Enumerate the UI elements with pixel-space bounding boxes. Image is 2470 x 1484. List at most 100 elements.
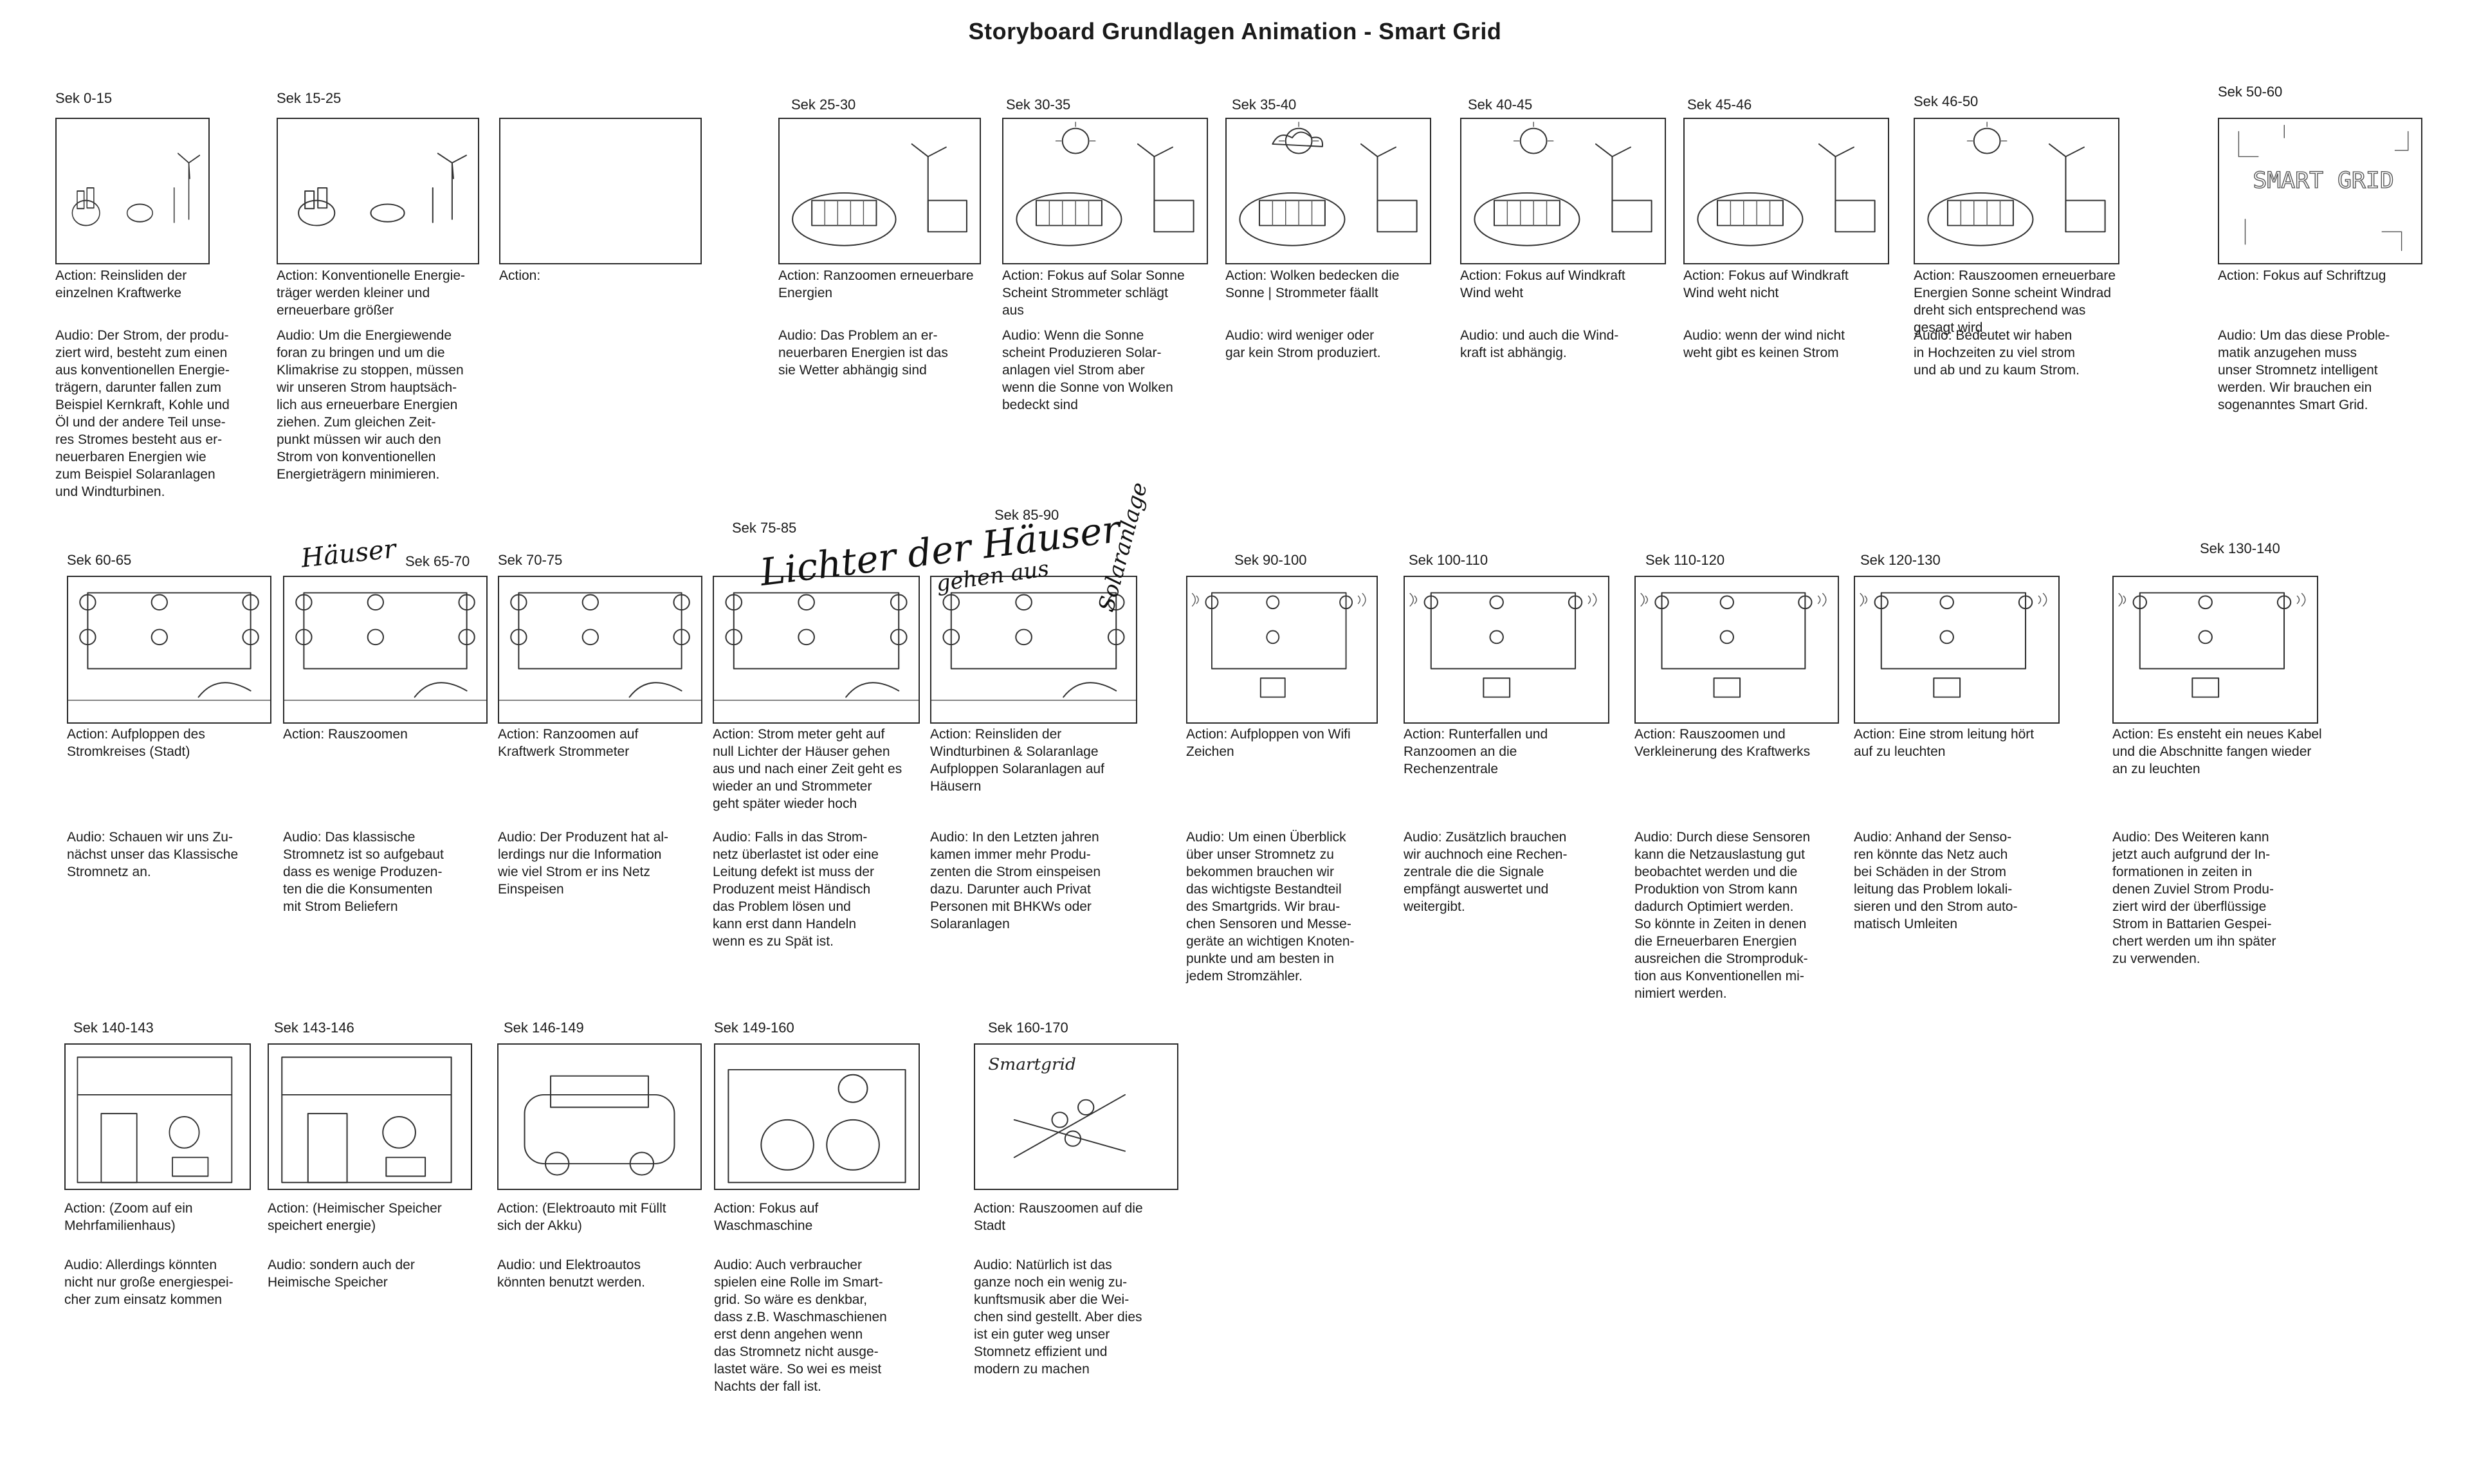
panel-time-label: Sek 160-170	[988, 1020, 1068, 1036]
panel-time-label: Sek 130-140	[2200, 540, 2280, 556]
panel-sketch-frame	[930, 576, 1137, 724]
panel-audio-text: Audio: und Elektroautos könnten benutzt …	[497, 1258, 645, 1290]
panel-audio-text: Audio: Zusätzlich brauchen wir auchnoch …	[1404, 830, 1568, 914]
panel-sketch-frame	[2112, 576, 2318, 724]
panel-sketch-frame	[713, 576, 920, 724]
panel-sketch	[71, 152, 201, 226]
panel-action-text: Action: Ranzoomen erneuerbare Energien	[778, 268, 974, 300]
panel-time-label: Sek 45-46	[1687, 96, 1752, 113]
panel-audio-text: Audio: In den Letzten jahren kamen immer…	[930, 830, 1101, 931]
panel-sketch	[792, 143, 967, 246]
panel-sketch-frame: SMART GRID	[2218, 118, 2422, 264]
panel-action-text: Action: Fokus auf Windkraft Wind weht	[1460, 268, 1625, 300]
panel-audio-text: Audio: Der Produzent hat al- lerdings nu…	[498, 830, 668, 897]
panel-time-label: Sek 120-130	[1860, 552, 1941, 568]
panel-action-text: Action: Rauszoomen auf die Stadt	[974, 1201, 1143, 1233]
panel-sketch-frame	[1225, 118, 1431, 264]
panel-action-text: Action: Ranzoomen auf Kraftwerk Strommet…	[498, 727, 639, 759]
panel-sketch	[77, 1056, 233, 1184]
panel-time-label: Sek 140-143	[73, 1020, 154, 1036]
panel-action-text: Action: Wolken bedecken die Sonne | Stro…	[1225, 268, 1400, 300]
panel-sketch-frame	[1002, 118, 1208, 264]
handwritten-note-haeuser: Häuser	[300, 534, 398, 574]
panel-sketch-frame	[55, 118, 210, 264]
panel-action-text: Action: Rauszoomen	[283, 727, 408, 742]
panel-action-text: Action: Fokus auf Waschmaschine	[714, 1201, 819, 1233]
panel-sketch-frame	[498, 576, 702, 724]
panel-sketch-frame	[268, 1043, 472, 1190]
panel-action-text: Action: Runterfallen und Ranzoomen an di…	[1404, 727, 1548, 776]
panel-sketch-frame	[1404, 576, 1609, 724]
panel-action-text: Action: (Elektroauto mit Füllt sich der …	[497, 1201, 666, 1233]
smart-grid-lettering: SMART GRID	[2253, 168, 2393, 194]
panel-sketch-frame	[778, 118, 981, 264]
panel-sketch	[499, 592, 701, 701]
panel-sketch-frame	[64, 1043, 251, 1190]
panel-sketch	[1016, 122, 1194, 246]
panel-action-text: Action: Eine strom leitung hört auf zu l…	[1854, 727, 2035, 759]
panel-audio-text: Audio: Allerdings könnten nicht nur groß…	[64, 1258, 233, 1307]
panel-action-text: Action: Strom meter geht auf null Lichte…	[713, 727, 902, 811]
panel-sketch-frame	[714, 1043, 920, 1190]
panel-audio-text: Audio: Das klassische Stromnetz ist so a…	[283, 830, 444, 914]
panel-audio-text: Audio: Um das diese Proble- matik anzuge…	[2218, 328, 2390, 412]
panel-audio-text: Audio: Des Weiteren kann jetzt auch aufg…	[2112, 830, 2276, 966]
panel-sketch-frame	[1683, 118, 1889, 264]
panel-sketch-frame	[1854, 576, 2060, 724]
panel-sketch	[298, 152, 467, 226]
panel-audio-text: Audio: wird weniger oder gar kein Strom …	[1225, 328, 1381, 360]
panel-audio-text: Audio: Natürlich ist das ganze noch ein …	[974, 1258, 1142, 1377]
panel-time-label: Sek 100-110	[1409, 552, 1488, 568]
panel-sketch-frame	[497, 1043, 702, 1190]
page-title: Storyboard Grundlagen Animation - Smart …	[968, 18, 1502, 44]
panel-time-label: Sek 146-149	[504, 1020, 584, 1036]
panel-sketch	[1409, 592, 1597, 698]
panel-action-text: Action: Aufploppen des Stromkreises (Sta…	[67, 727, 205, 759]
panel-sketch	[284, 592, 486, 701]
panel-time-label: Sek 35-40	[1232, 96, 1297, 113]
panel-sketch	[68, 592, 270, 701]
panel-time-label: Sek 110-120	[1645, 552, 1725, 568]
panel-sketch	[1860, 592, 2047, 698]
panel-time-label: Sek 30-35	[1006, 96, 1071, 113]
panel-time-label: Sek 15-25	[277, 90, 342, 106]
panel-audio-text: Audio: Falls in das Strom- netz überlast…	[713, 830, 879, 949]
panel-audio-text: Audio: Um einen Überblick über unser Str…	[1186, 830, 1355, 984]
panel-action-text: Action: Es ensteht ein neues Kabel und d…	[2112, 727, 2322, 776]
panel-sketch-frame	[1914, 118, 2119, 264]
panel-action-text: Action: Rauszoomen und Verkleinerung des…	[1634, 727, 1811, 759]
panel-time-label: Sek 46-50	[1914, 93, 1979, 109]
smartgrid-lettering: Smartgrid	[988, 1055, 1076, 1074]
panel-sketch	[727, 1068, 906, 1184]
panel-sketch-frame	[1460, 118, 1666, 264]
panel-sketch-frame: Smartgrid	[974, 1043, 1178, 1190]
panel-audio-text: Audio: Wenn die Sonne scheint Produziere…	[1002, 328, 1173, 412]
panel-time-label: Sek 90-100	[1234, 552, 1307, 568]
panel-audio-text: Audio: Durch diese Sensoren kann die Net…	[1634, 830, 1811, 1001]
panel-audio-text: Audio: Um die Energiewende foran zu brin…	[277, 328, 464, 482]
panel-time-label: Sek 70-75	[498, 552, 563, 568]
panel-action-text: Action: Rauszoomen erneuerbare Energien …	[1914, 268, 2116, 335]
panel-time-label: Sek 149-160	[714, 1020, 794, 1036]
panel-action-text: Action: Konventionelle Energie- träger w…	[277, 268, 466, 318]
panel-action-text: Action: Fokus auf Solar Sonne Scheint St…	[1002, 268, 1185, 318]
panel-sketch	[524, 1075, 675, 1176]
panel-time-label: Sek 75-85	[732, 520, 797, 536]
panel-time-label: Sek 143-146	[274, 1020, 354, 1036]
panel-sketch	[931, 592, 1136, 701]
panel-sketch	[714, 592, 919, 701]
panel-sketch-frame	[283, 576, 488, 724]
panel-audio-text: Audio: Auch verbraucher spielen eine Rol…	[714, 1258, 887, 1394]
panel-time-label: Sek 40-45	[1468, 96, 1533, 113]
panel-audio-text: Audio: und auch die Wind- kraft ist abhä…	[1460, 328, 1619, 360]
panel-sketch-frame	[1634, 576, 1839, 724]
panel-sketch	[1474, 122, 1652, 246]
panel-action-text: Action: Aufploppen von Wifi Zeichen	[1186, 727, 1351, 759]
panel-action-text: Action: Reinsliden der einzelnen Kraftwe…	[55, 268, 187, 300]
panel-sketch-frame	[1186, 576, 1378, 724]
panel-sketch	[1191, 592, 1366, 698]
panel-action-text: Action: (Heimischer Speicher speichert e…	[268, 1201, 442, 1233]
panel-audio-text: Audio: Schauen wir uns Zu- nächst unser …	[67, 830, 239, 879]
panel-audio-text: Audio: Der Strom, der produ- ziert wird,…	[55, 328, 230, 499]
panel-sketch: SMART GRID	[2238, 125, 2409, 252]
